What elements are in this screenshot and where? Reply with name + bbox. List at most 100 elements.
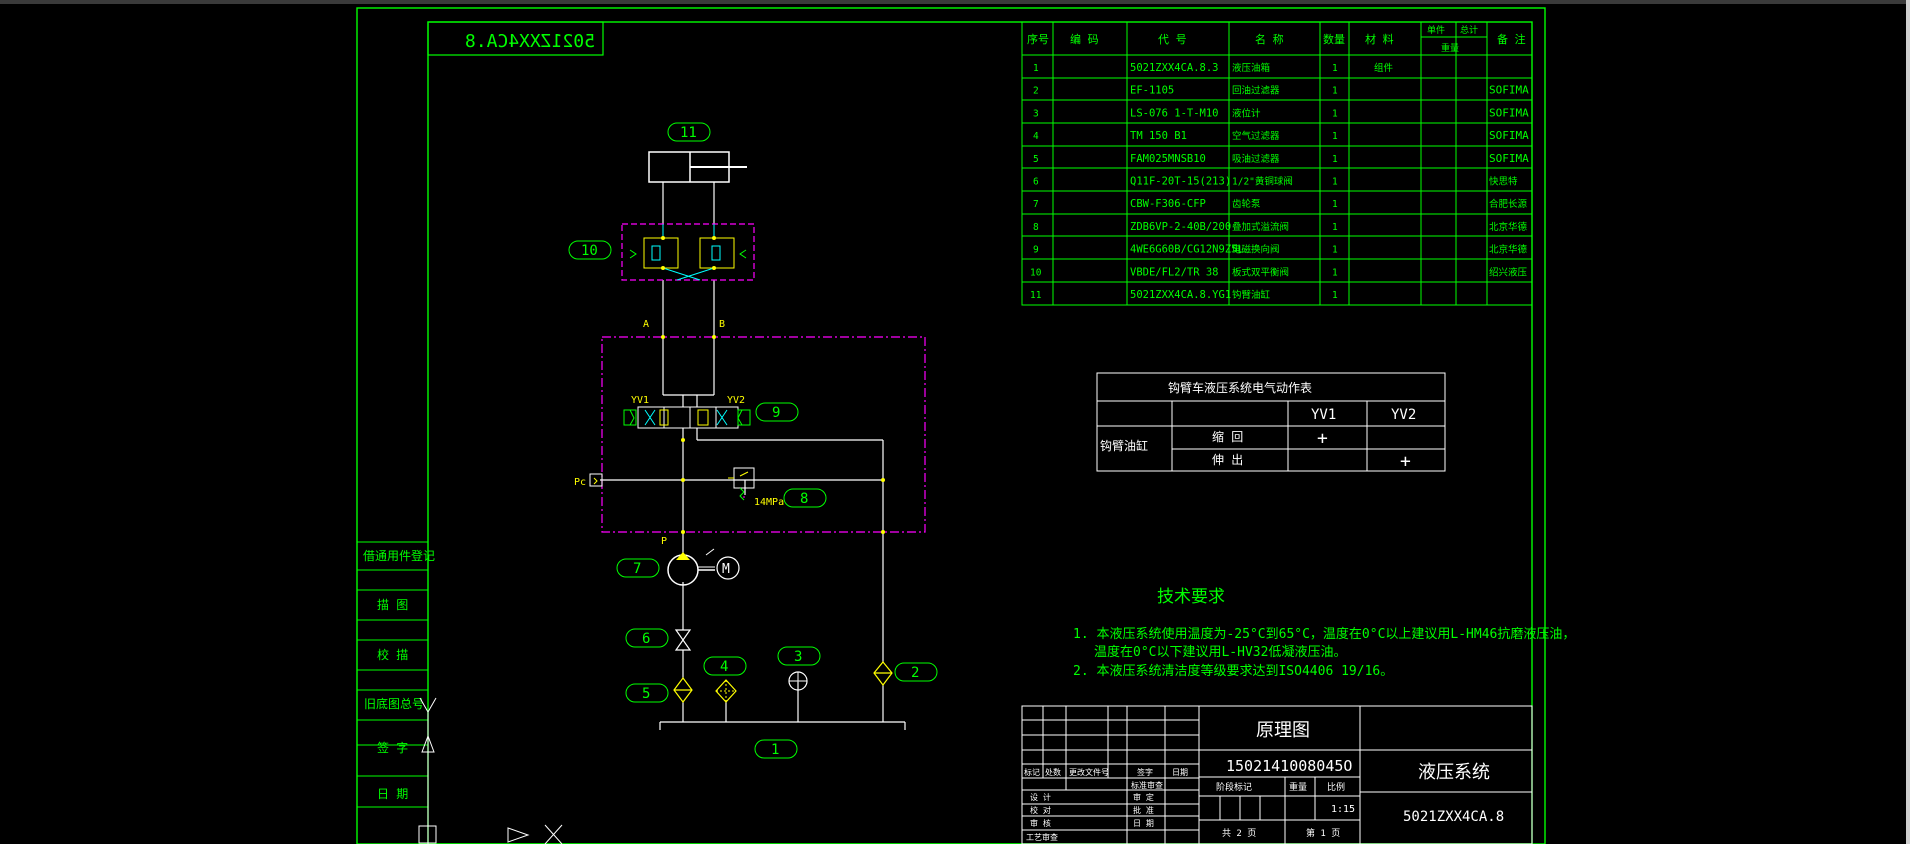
valve-manifold	[601, 336, 926, 533]
header-name: 名 称	[1255, 32, 1284, 46]
drawing-frame	[356, 7, 1546, 844]
ball-valve	[674, 629, 692, 651]
parts-cell-remark: SOFIMA	[1489, 106, 1529, 119]
svg-text:5: 5	[642, 686, 650, 702]
header-seq: 序号	[1027, 32, 1049, 46]
action-col-yv2: YV2	[1391, 407, 1416, 423]
svg-text:3: 3	[794, 649, 802, 665]
callout-11: 11	[667, 122, 711, 142]
sheets-total: 共 2 页	[1222, 828, 1256, 839]
callout-6: 6	[625, 628, 669, 648]
side-label-5: 日 期	[377, 787, 408, 801]
parts-cell-qty: 1	[1332, 290, 1338, 301]
pc-label: Pc	[574, 477, 586, 488]
action-group: 钩臂油缸	[1100, 438, 1148, 453]
product-name: 液压系统	[1418, 762, 1490, 783]
drawing-name: 原理图	[1256, 720, 1310, 741]
callout-7: 7	[616, 558, 660, 578]
parts-cell-seq: 2	[1033, 86, 1039, 97]
header-material: 材 料	[1365, 32, 1394, 46]
product-code: 5021ZXX4CA.8	[1403, 809, 1504, 825]
tech-req-title: 技术要求	[1157, 587, 1225, 607]
parts-cell-remark: 合肥长源	[1489, 198, 1528, 210]
parts-cell-qty: 1	[1332, 245, 1338, 256]
svg-text:7: 7	[633, 561, 641, 577]
side-label-0: 借通用件登记	[363, 548, 435, 563]
svg-text:10: 10	[581, 243, 598, 259]
yv1-label: YV1	[631, 395, 649, 406]
tech-req-line3: 2. 本液压系统清洁度等级要求达到ISO4406 19/16。	[1073, 663, 1393, 679]
parts-cell-qty: 1	[1332, 199, 1338, 210]
parts-cell-name: 回油过滤器	[1232, 85, 1280, 97]
level-gauge	[788, 671, 808, 691]
svg-text:11: 11	[680, 125, 697, 141]
parts-cell-name: 齿轮泵	[1232, 198, 1261, 210]
role-3: 工艺审查	[1026, 832, 1058, 842]
solenoid-valve	[623, 406, 751, 429]
parts-cell-qty: 1	[1332, 177, 1338, 188]
suction-filter	[673, 677, 693, 703]
parts-cell-model: CBW-F306-CFP	[1130, 198, 1206, 210]
parts-cell-seq: 3	[1033, 108, 1039, 119]
svg-text:1: 1	[771, 742, 779, 758]
svg-text:8: 8	[800, 491, 808, 507]
tech-requirements: 技术要求 1. 本液压系统使用温度为-25°C到65°C，温度在0°C以上建议用…	[1073, 587, 1575, 679]
header-total: 总计	[1460, 24, 1478, 36]
port-a-label: A	[643, 319, 649, 330]
parts-cell-remark: SOFIMA	[1489, 84, 1529, 97]
parts-cell-name: 叠加式溢流阀	[1232, 221, 1289, 233]
parts-cell-qty: 1	[1332, 131, 1338, 142]
parts-cell-name: 1/2"黄铜球阀	[1232, 176, 1293, 188]
air-filter	[715, 679, 737, 703]
parts-cell-model: TM 150 B1	[1130, 130, 1187, 142]
parts-cell-seq: 9	[1033, 245, 1039, 256]
callout-2: 2	[894, 662, 938, 682]
role-1: 校 对	[1030, 805, 1051, 815]
parts-cell-qty: 1	[1332, 108, 1338, 119]
header-code: 编 码	[1070, 32, 1099, 46]
tech-req-line1: 1. 本液压系统使用温度为-25°C到65°C，温度在0°C以上建议用L-HM4…	[1073, 626, 1575, 642]
parts-cell-seq: 1	[1033, 63, 1039, 74]
mirrored-code-box: 5021ZXX4CA.8	[427, 21, 604, 56]
pressure-label: 14MPa	[754, 497, 784, 508]
svg-text:9: 9	[772, 405, 780, 421]
mirrored-code: 5021ZXX4CA.8	[465, 31, 595, 52]
parts-cell-name: 吸油过滤器	[1232, 153, 1280, 165]
tech-req-line2: 温度在0°C以下建议用L-HV32低凝液压油。	[1094, 644, 1346, 660]
header-model: 代 号	[1158, 33, 1187, 46]
side-label-strip: 借通用件登记 描 图 校 描 旧底图总号 签 字 日 期	[356, 541, 435, 844]
pc-port	[589, 473, 603, 487]
callout-1: 1	[754, 739, 798, 759]
parts-cell-name: 电磁换向阀	[1232, 244, 1280, 256]
parts-cell-qty: 1	[1332, 63, 1338, 74]
parts-cell-model: Q11F-20T-15(213)	[1130, 176, 1231, 188]
parts-cell-material: 组件	[1374, 62, 1394, 74]
return-filter	[873, 661, 893, 686]
callout-8: 8	[783, 488, 827, 508]
parts-cell-name: 液位计	[1232, 107, 1261, 119]
sheet-current: 第 1 页	[1306, 827, 1340, 839]
parts-cell-qty: 1	[1332, 154, 1338, 165]
parts-cell-seq: 7	[1033, 199, 1039, 210]
parts-cell-qty: 1	[1332, 222, 1338, 233]
header-remark: 备 注	[1497, 32, 1526, 46]
parts-cell-remark: 北京华德	[1489, 221, 1528, 233]
rev-header-2: 更改文件号	[1069, 767, 1109, 777]
role2-2: 批 准	[1133, 805, 1154, 815]
port-p-label: P	[661, 536, 667, 547]
scale-value: 1:15	[1331, 804, 1355, 815]
cylinder	[648, 151, 747, 183]
parts-table-row: 7 CBW-F306-CFP 齿轮泵 1 合肥长源	[1033, 198, 1528, 210]
parts-cell-model: ZDB6VP-2-40B/200	[1130, 221, 1231, 233]
header-single: 单件	[1427, 24, 1445, 36]
parts-cell-seq: 6	[1033, 177, 1039, 188]
